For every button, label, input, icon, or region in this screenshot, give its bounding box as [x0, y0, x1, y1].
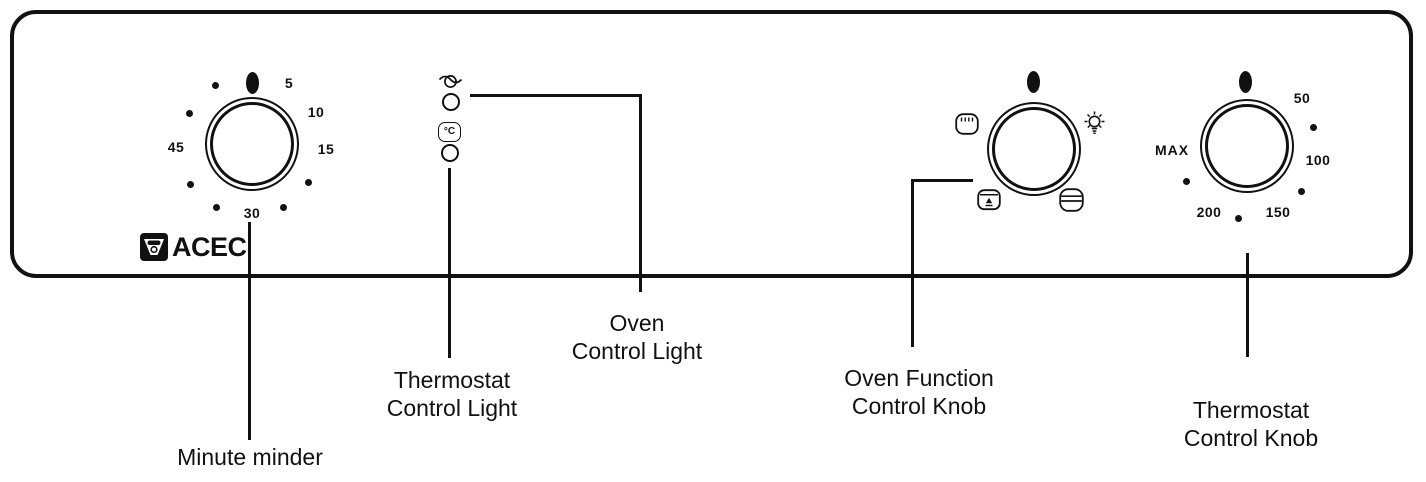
fan-oven-icon	[977, 189, 1001, 213]
grill-icon	[955, 113, 979, 135]
callout-line-oven-light-v	[639, 94, 642, 292]
callout-line-oven-function-h	[911, 179, 973, 182]
callout-line-minute-minder	[248, 222, 251, 440]
callout-line-oven-function-v	[911, 179, 914, 347]
thermo-scale-100: 100	[1305, 152, 1331, 168]
minute-scale-5: 5	[284, 75, 294, 91]
scale-dot	[305, 179, 312, 186]
scale-dot	[187, 181, 194, 188]
scale-dot	[186, 110, 193, 117]
minute-minder-knob[interactable]	[205, 97, 299, 191]
scale-dot	[1235, 215, 1242, 222]
callout-line-oven-light-h	[470, 94, 642, 97]
callout-line-thermostat-knob	[1246, 253, 1249, 357]
minute-scale-30: 30	[243, 205, 261, 221]
thermo-scale-150: 150	[1265, 204, 1291, 220]
oven-lamp-icon	[1081, 110, 1108, 137]
label-oven-control-light: Oven Control Light	[571, 310, 703, 364]
thermostat-pointer	[1239, 71, 1252, 93]
oven-function-pointer	[1027, 71, 1040, 93]
label-oven-function-control-knob: Oven Function Control Knob	[844, 365, 994, 419]
label-thermostat-control-light: Thermostat Control Light	[386, 367, 518, 421]
minute-scale-45: 45	[167, 139, 185, 155]
label-minute-minder: Minute minder	[177, 444, 323, 470]
thermo-scale-200: 200	[1196, 204, 1222, 220]
scale-dot	[1310, 124, 1317, 131]
label-thermostat-control-knob: Thermostat Control Knob	[1183, 397, 1319, 451]
acec-badge-icon	[140, 233, 168, 261]
oven-control-light	[442, 93, 460, 111]
oven-function-knob[interactable]	[987, 102, 1081, 196]
thermo-scale-max: MAX	[1154, 142, 1190, 158]
scale-dot	[213, 204, 220, 211]
thermostat-knob[interactable]	[1200, 99, 1294, 193]
brand-name: ACEC	[172, 232, 247, 262]
scale-dot	[212, 82, 219, 89]
minute-scale-10: 10	[307, 104, 325, 120]
scale-dot	[1298, 188, 1305, 195]
minute-minder-pointer	[246, 72, 259, 94]
brand-logo: ACEC	[140, 233, 247, 261]
scale-dot	[1183, 178, 1190, 185]
minute-scale-15: 15	[317, 141, 335, 157]
thermo-scale-50: 50	[1293, 90, 1311, 106]
scale-dot	[280, 204, 287, 211]
callout-line-thermostat-light	[448, 168, 451, 358]
conventional-heat-icon	[1059, 188, 1084, 213]
oven-operating-icon	[439, 72, 462, 89]
thermostat-control-light	[441, 144, 459, 162]
thermostat-symbol: °C	[438, 122, 461, 142]
